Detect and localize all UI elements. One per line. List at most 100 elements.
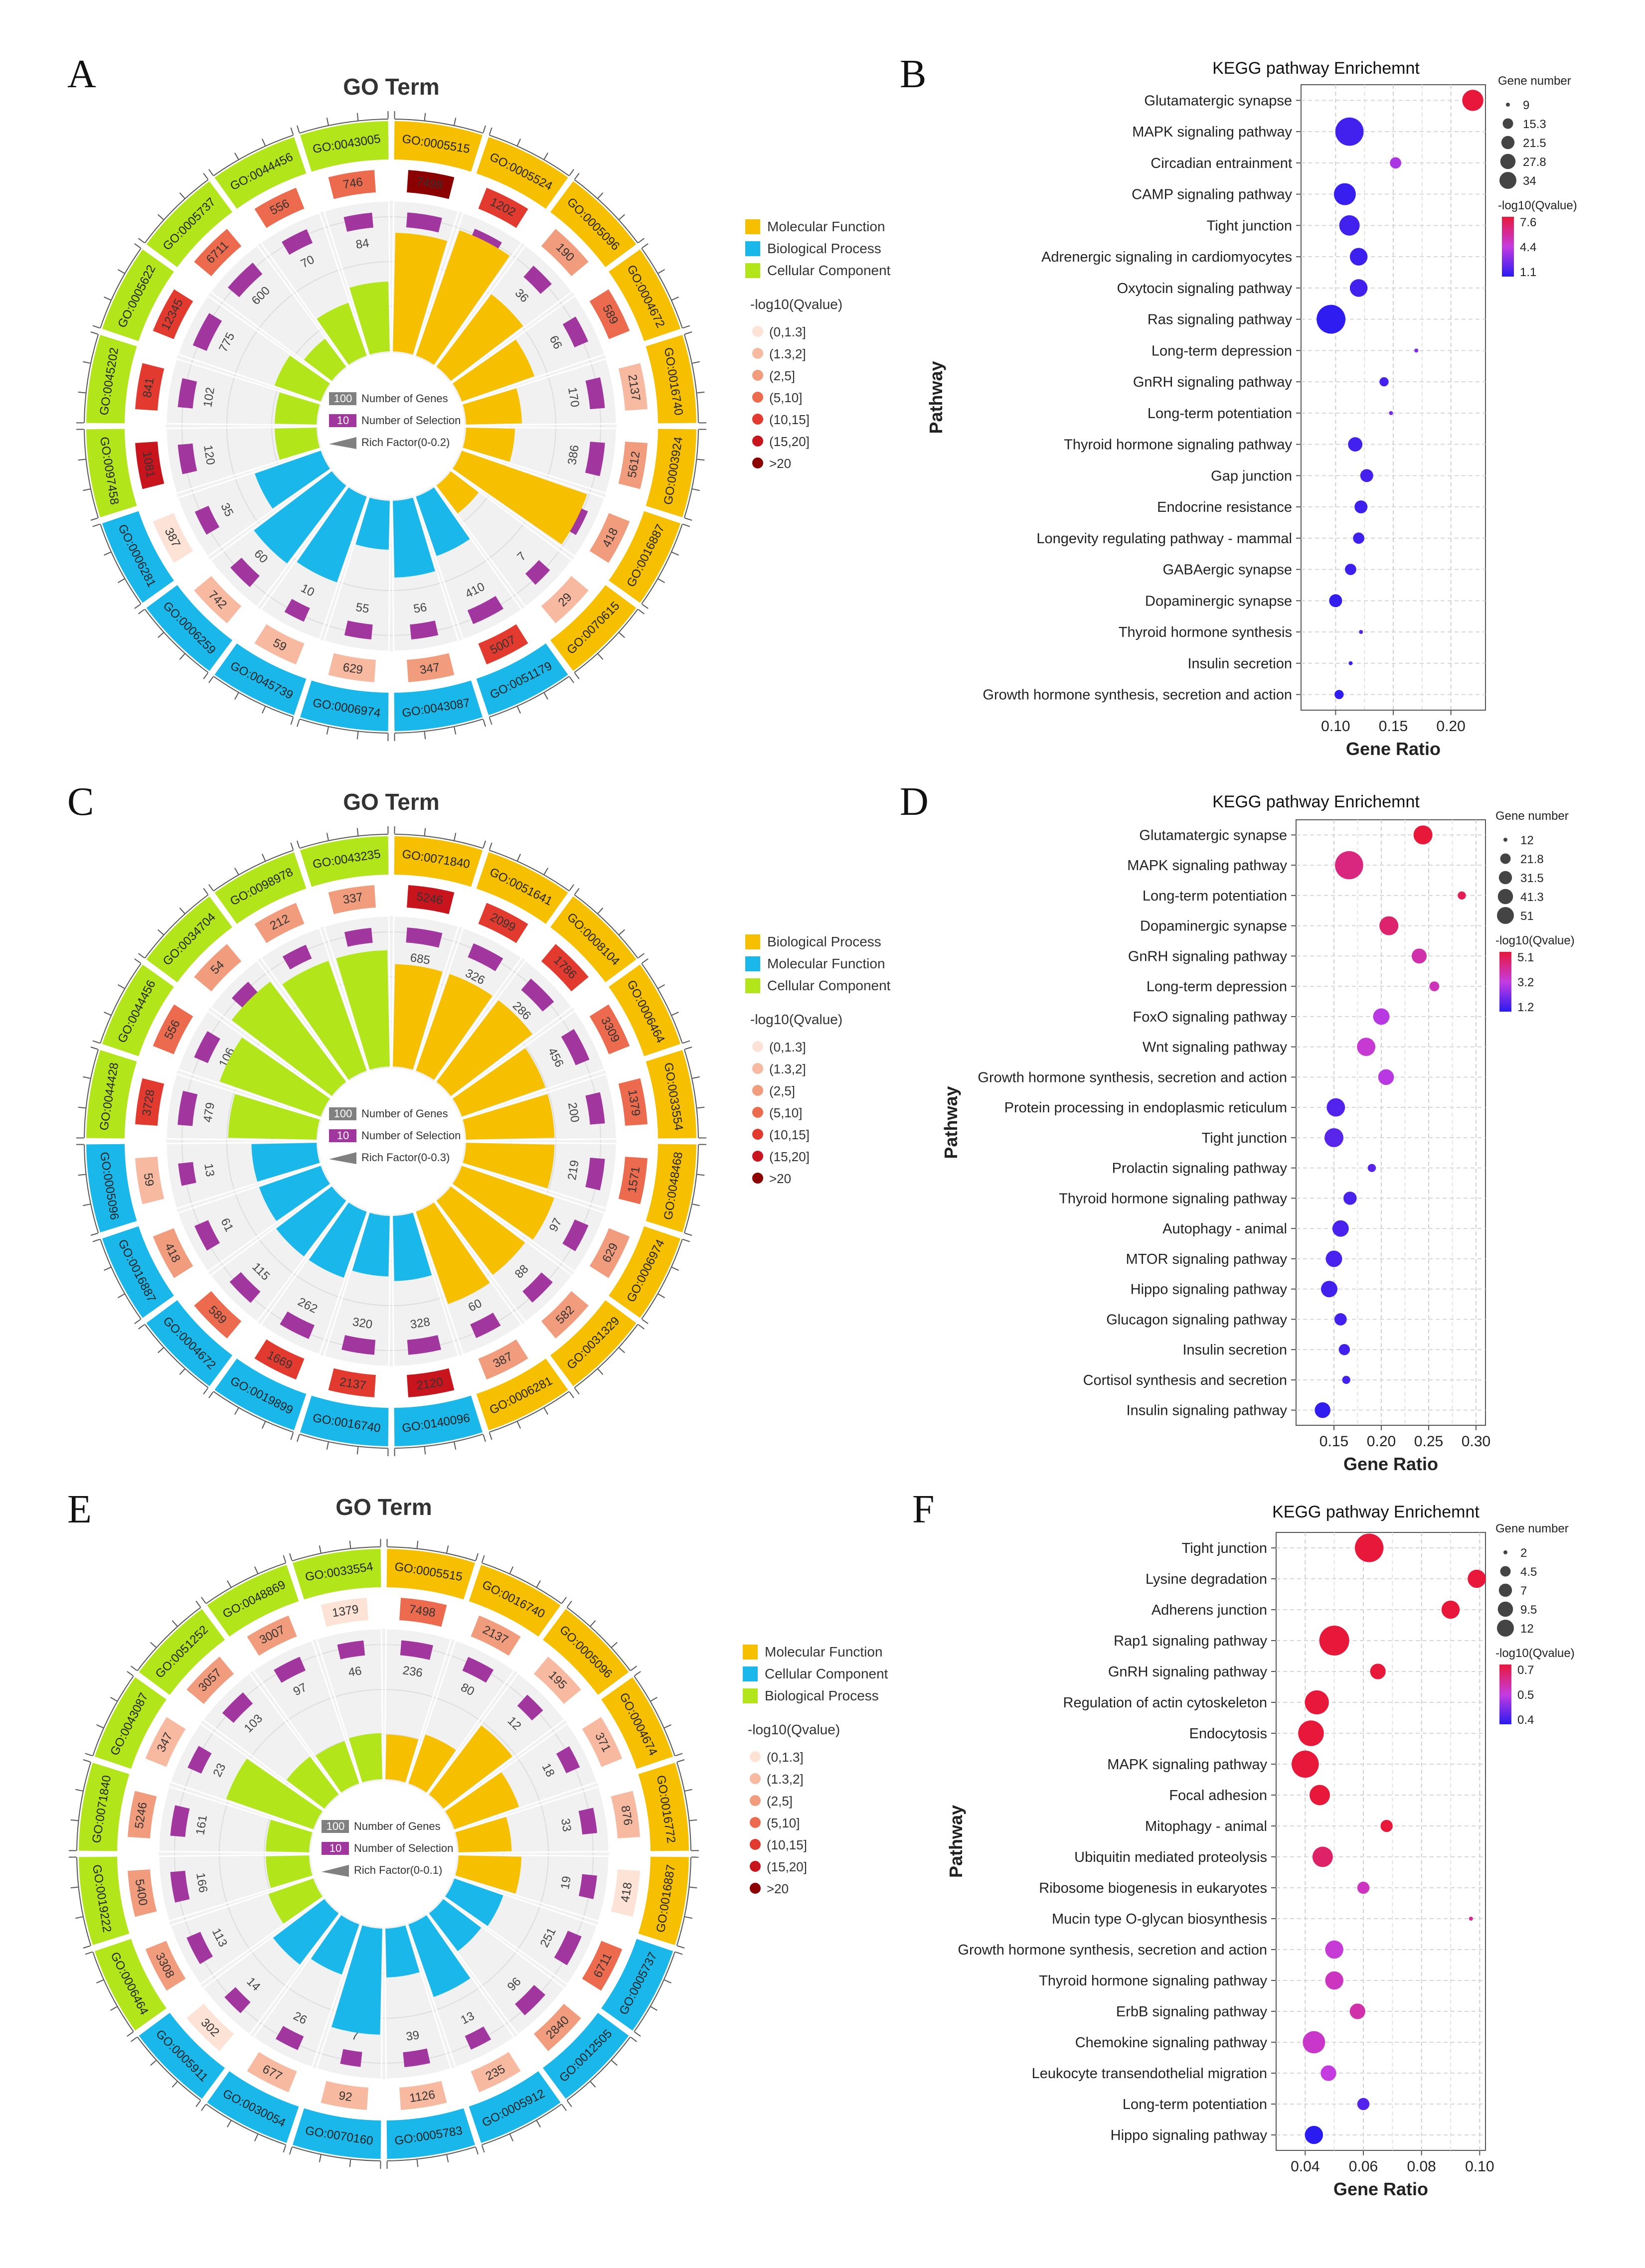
- qvalue-legend-label: (10,15]: [769, 1127, 810, 1142]
- center-legend-genes-value: 100: [334, 392, 352, 405]
- pathway-bubble: [1348, 437, 1362, 452]
- category-legend-label: Cellular Component: [767, 978, 891, 993]
- category-legend-label: Cellular Component: [767, 263, 891, 278]
- qvalue-legend-title: -log10(Qvalue): [748, 1722, 840, 1737]
- pathway-bubble: [1373, 1008, 1390, 1025]
- pathway-bubble: [1357, 1882, 1369, 1894]
- qvalue-legend-dot: [750, 1751, 761, 1762]
- pathway-label: Growth hormone synthesis, secretion and …: [983, 687, 1292, 703]
- size-legend-title: Gene number: [1495, 809, 1569, 823]
- color-legend-bar: [1502, 217, 1514, 277]
- size-legend-label: 7: [1520, 1584, 1527, 1598]
- color-legend-title: -log10(Qvalue): [1495, 934, 1575, 947]
- qvalue-legend-dot: [752, 326, 763, 337]
- qvalue-legend-label: (2,5]: [769, 368, 795, 383]
- category-legend-swatch: [745, 934, 760, 949]
- panel-letter-d: D: [900, 780, 929, 824]
- qvalue-legend-label: >20: [769, 456, 791, 471]
- y-axis-label: Pathway: [926, 361, 946, 434]
- pathway-label: Long-term potentiation: [1148, 406, 1292, 422]
- kegg-panel-title: KEGG pathway Enrichemnt: [1212, 792, 1420, 811]
- x-tick-label: 0.10: [1321, 718, 1350, 735]
- pathway-label: Prolactin signaling pathway: [1112, 1161, 1288, 1177]
- pathway-label: Insulin secretion: [1187, 656, 1292, 672]
- plot-area: [1296, 820, 1485, 1425]
- pathway-bubble: [1359, 630, 1363, 634]
- selection-label: 56: [413, 601, 428, 616]
- qvalue-legend-label: (1.3,2]: [769, 1061, 806, 1076]
- pathway-label: Chemokine signaling pathway: [1075, 2035, 1268, 2051]
- panel-letter-c: C: [67, 780, 94, 824]
- qvalue-legend-label: (1.3,2]: [769, 346, 806, 361]
- pathway-label: Circadian entrainment: [1151, 155, 1292, 171]
- panel-letter-b: B: [900, 52, 926, 96]
- pathway-bubble: [1442, 1601, 1460, 1619]
- qvalue-legend-dot: [752, 1173, 763, 1184]
- pathway-bubble: [1335, 851, 1363, 880]
- go-panel-title: GO Term: [343, 789, 439, 815]
- pathway-bubble: [1379, 377, 1388, 386]
- pathway-label: Thyroid hormone synthesis: [1119, 624, 1292, 640]
- pathway-label: ErbB signaling pathway: [1116, 2004, 1268, 2020]
- qvalue-legend-label: (5,10]: [767, 1815, 800, 1830]
- category-legend-swatch: [743, 1688, 758, 1703]
- qvalue-legend-dot: [752, 1107, 763, 1118]
- center-legend-selection-label: Number of Selection: [361, 414, 461, 427]
- pathway-label: Wnt signaling pathway: [1143, 1040, 1288, 1056]
- pathway-label: Growth hormone synthesis, secretion and …: [958, 1942, 1267, 1958]
- selection-label: 39: [405, 2028, 421, 2044]
- pathway-bubble: [1390, 157, 1401, 169]
- pathway-label: Dopaminergic synapse: [1140, 918, 1287, 934]
- color-legend-bar: [1499, 952, 1511, 1012]
- x-tick-label: 0.04: [1291, 2158, 1319, 2175]
- color-legend-label: 5.1: [1517, 951, 1534, 964]
- pathway-label: MAPK signaling pathway: [1132, 124, 1292, 140]
- pathway-bubble: [1303, 2031, 1325, 2054]
- qvalue-legend-label: (1.3,2]: [767, 1772, 804, 1787]
- pathway-label: Ribosome biogenesis in eukaryotes: [1039, 1880, 1267, 1896]
- pathway-label: GnRH signaling pathway: [1128, 948, 1288, 964]
- size-legend-dot: [1500, 154, 1516, 169]
- pathway-label: Focal adhesion: [1169, 1788, 1267, 1804]
- pathway-label: MAPK signaling pathway: [1127, 858, 1287, 874]
- pathway-label: Longevity regulating pathway - mammal: [1036, 531, 1292, 547]
- center-legend-rich-label: Rich Factor(0-0.3): [361, 1151, 450, 1164]
- qvalue-legend-label: (2,5]: [769, 1083, 795, 1098]
- pathway-bubble: [1335, 118, 1364, 146]
- plot-area: [1276, 1532, 1485, 2150]
- size-legend-label: 27.8: [1523, 155, 1546, 169]
- size-legend-label: 12: [1520, 1622, 1534, 1636]
- pathway-bubble: [1334, 183, 1356, 205]
- pathway-label: Adrenergic signaling in cardiomyocytes: [1041, 249, 1292, 265]
- pathway-bubble: [1334, 690, 1343, 699]
- pathway-bubble: [1345, 564, 1356, 575]
- panel-letter-a: A: [67, 52, 96, 96]
- color-legend-label: 1.1: [1520, 266, 1536, 279]
- pathway-label: Mitophagy - animal: [1145, 1818, 1267, 1834]
- selection-label: 33: [558, 1817, 574, 1833]
- qvalue-legend-title: -log10(Qvalue): [750, 297, 842, 312]
- pathway-bubble: [1354, 500, 1367, 513]
- size-legend-dot: [1498, 889, 1513, 905]
- pathway-bubble: [1326, 1098, 1345, 1117]
- qvalue-legend-dot: [752, 1085, 763, 1096]
- color-legend-title: -log10(Qvalue): [1498, 199, 1577, 212]
- pathway-bubble: [1380, 1820, 1392, 1832]
- gene-count-label: 59: [141, 1172, 157, 1188]
- pathway-label: Autophagy - animal: [1162, 1221, 1287, 1237]
- pathway-label: Long-term potentiation: [1143, 888, 1287, 904]
- pathway-label: Protein processing in endoplasmic reticu…: [1004, 1100, 1287, 1116]
- pathway-bubble: [1319, 1626, 1349, 1656]
- qvalue-legend-label: (15,20]: [767, 1859, 807, 1874]
- pathway-label: Long-term potentiation: [1123, 2097, 1267, 2113]
- size-legend-dot: [1497, 907, 1514, 924]
- size-legend-dot: [1503, 1550, 1507, 1554]
- pathway-bubble: [1316, 305, 1345, 334]
- pathway-bubble: [1332, 1220, 1349, 1237]
- size-legend-label: 12: [1520, 834, 1534, 847]
- qvalue-legend-label: (10,15]: [769, 412, 810, 427]
- pathway-label: Hippo signaling pathway: [1111, 2127, 1268, 2143]
- panel-letter-e: E: [67, 1488, 92, 1531]
- pathway-label: FoxO signaling pathway: [1133, 1009, 1288, 1025]
